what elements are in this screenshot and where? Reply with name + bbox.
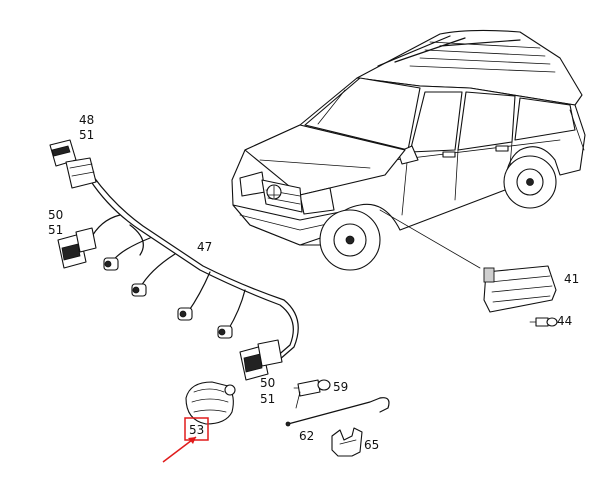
highlight-box	[184, 417, 209, 441]
label-47: 47	[197, 240, 212, 254]
part-53-lamp	[185, 381, 236, 425]
label-53: 53	[189, 423, 204, 437]
label-41: 41	[564, 272, 579, 286]
label-44: 44	[557, 314, 572, 328]
part-44-bulb	[529, 317, 558, 327]
label-50-bottom: 50	[260, 376, 275, 390]
callout-labels: 48 51 50 51 47 41 44 50 51 59 53 62 65	[48, 113, 579, 452]
vehicle-drawing	[231, 29, 586, 271]
label-51-left: 51	[48, 223, 63, 237]
part-62-rod	[285, 397, 390, 427]
part-41-side-marker-lamp	[483, 265, 557, 313]
label-50-left: 50	[48, 208, 63, 222]
leader-line-41	[379, 209, 481, 269]
label-65: 65	[364, 438, 379, 452]
label-51-top: 51	[79, 128, 94, 142]
part-47-wiring-harness	[49, 139, 299, 381]
label-51-bottom: 51	[260, 392, 275, 406]
label-48: 48	[79, 113, 94, 127]
label-62: 62	[299, 429, 314, 443]
part-59-bulb-socket	[293, 379, 331, 409]
highlight-arrow	[162, 436, 197, 463]
label-59: 59	[333, 380, 348, 394]
highlight-annotation	[162, 417, 209, 463]
highlight-arrow-head	[188, 437, 196, 444]
part-65-clip	[331, 427, 363, 457]
